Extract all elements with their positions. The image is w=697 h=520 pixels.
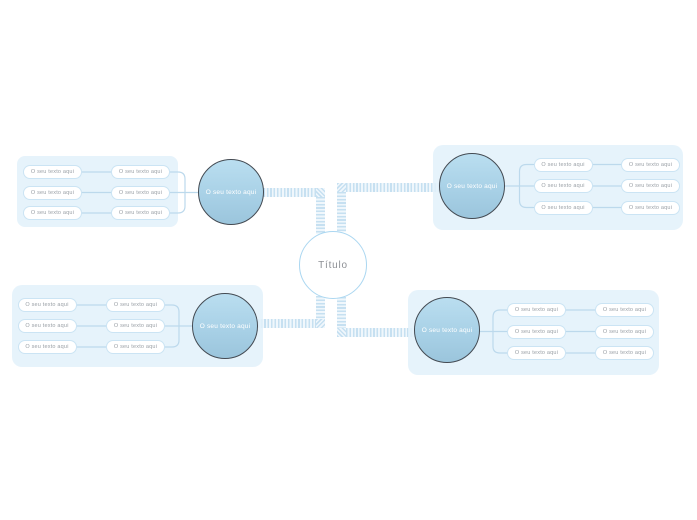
leaf-node[interactable]: O seu texto aqui	[23, 206, 82, 220]
trunk-connector-bottom-right-vertical	[337, 297, 346, 328]
branch-node-top-left[interactable]: O seu texto aqui	[198, 159, 264, 225]
leaf-node[interactable]: O seu texto aqui	[621, 200, 680, 215]
central-topic-node[interactable]: Título	[299, 231, 367, 299]
leaf-node[interactable]: O seu texto aqui	[533, 200, 593, 215]
leaf-node[interactable]: O seu texto aqui	[17, 298, 77, 312]
leaf-node[interactable]: O seu texto aqui	[595, 303, 654, 317]
trunk-connector-top-left-corner	[316, 188, 325, 197]
leaf-node[interactable]: O seu texto aqui	[595, 324, 654, 339]
branch-node-bottom-left[interactable]: O seu texto aqui	[192, 293, 258, 359]
trunk-connector-bottom-left-horizontal	[254, 319, 316, 328]
trunk-connector-top-right-corner	[337, 183, 346, 192]
leaf-node[interactable]: O seu texto aqui	[111, 185, 170, 200]
leaf-node[interactable]: O seu texto aqui	[621, 179, 680, 193]
leaf-node[interactable]: O seu texto aqui	[507, 346, 566, 360]
branch-node-top-right[interactable]: O seu texto aqui	[439, 153, 505, 219]
leaf-node[interactable]: O seu texto aqui	[533, 179, 593, 193]
leaf-node[interactable]: O seu texto aqui	[106, 340, 165, 354]
leaf-node[interactable]: O seu texto aqui	[507, 324, 566, 339]
branch-node-bottom-right[interactable]: O seu texto aqui	[414, 297, 480, 363]
leaf-node[interactable]: O seu texto aqui	[621, 157, 680, 172]
trunk-connector-bottom-left-vertical	[316, 296, 325, 319]
trunk-connector-top-right-horizontal	[346, 183, 440, 192]
trunk-connector-bottom-right-horizontal	[346, 328, 416, 337]
trunk-connector-top-left-horizontal	[260, 188, 316, 197]
trunk-connector-top-right-vertical	[337, 192, 346, 232]
trunk-connector-bottom-right-corner	[337, 328, 346, 337]
leaf-node[interactable]: O seu texto aqui	[17, 340, 77, 354]
leaf-node[interactable]: O seu texto aqui	[111, 206, 170, 220]
leaf-node[interactable]: O seu texto aqui	[111, 165, 170, 179]
leaf-node[interactable]: O seu texto aqui	[106, 298, 165, 312]
leaf-node[interactable]: O seu texto aqui	[533, 157, 593, 172]
leaf-node[interactable]: O seu texto aqui	[23, 165, 82, 179]
leaf-node[interactable]: O seu texto aqui	[17, 319, 77, 333]
leaf-node[interactable]: O seu texto aqui	[507, 303, 566, 317]
trunk-connector-top-left-vertical	[316, 197, 325, 234]
leaf-node[interactable]: O seu texto aqui	[595, 346, 654, 360]
leaf-node[interactable]: O seu texto aqui	[106, 319, 165, 333]
trunk-connector-bottom-left-corner	[316, 319, 325, 328]
leaf-node[interactable]: O seu texto aqui	[23, 185, 82, 200]
